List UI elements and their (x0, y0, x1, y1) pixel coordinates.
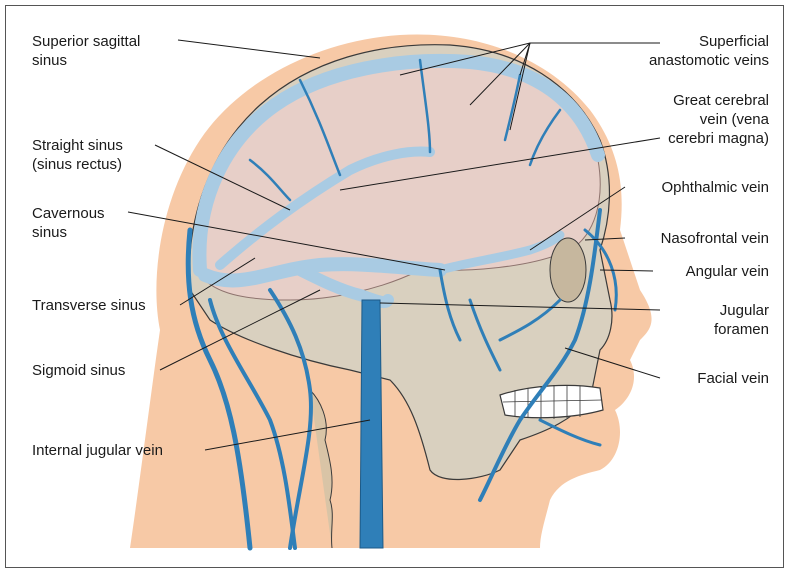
eye-orbit (550, 238, 586, 302)
label-line: (sinus rectus) (32, 155, 123, 174)
label-line: anastomotic veins (649, 51, 769, 70)
label-nasofrontal-vein: Nasofrontal vein (661, 229, 769, 248)
label-line: Sigmoid sinus (32, 361, 125, 380)
label-transverse-sinus: Transverse sinus (32, 296, 146, 315)
label-sigmoid-sinus: Sigmoid sinus (32, 361, 125, 380)
label-line: sinus (32, 51, 140, 70)
label-line: Cavernous (32, 204, 105, 223)
label-line: foramen (714, 320, 769, 339)
label-facial-vein: Facial vein (697, 369, 769, 388)
label-line: cerebri magna) (668, 129, 769, 148)
label-line: Nasofrontal vein (661, 229, 769, 248)
label-line: sinus (32, 223, 105, 242)
label-superficial-anastomotic-veins: Superficial anastomotic veins (649, 32, 769, 70)
label-line: Superior sagittal (32, 32, 140, 51)
label-line: Angular vein (686, 262, 769, 281)
label-line: Ophthalmic vein (661, 178, 769, 197)
label-line: Jugular (714, 301, 769, 320)
label-straight-sinus: Straight sinus (sinus rectus) (32, 136, 123, 174)
label-cavernous-sinus: Cavernous sinus (32, 204, 105, 242)
label-line: Straight sinus (32, 136, 123, 155)
label-internal-jugular-vein: Internal jugular vein (32, 441, 163, 460)
label-jugular-foramen: Jugular foramen (714, 301, 769, 339)
label-line: Great cerebral (668, 91, 769, 110)
label-superior-sagittal-sinus: Superior sagittal sinus (32, 32, 140, 70)
label-line: Facial vein (697, 369, 769, 388)
label-ophthalmic-vein: Ophthalmic vein (661, 178, 769, 197)
label-line: Transverse sinus (32, 296, 146, 315)
label-line: Internal jugular vein (32, 441, 163, 460)
label-line: vein (vena (668, 110, 769, 129)
label-line: Superficial (649, 32, 769, 51)
label-angular-vein: Angular vein (686, 262, 769, 281)
internal-jugular-vein-shape (360, 300, 383, 548)
label-great-cerebral-vein: Great cerebral vein (vena cerebri magna) (668, 91, 769, 148)
